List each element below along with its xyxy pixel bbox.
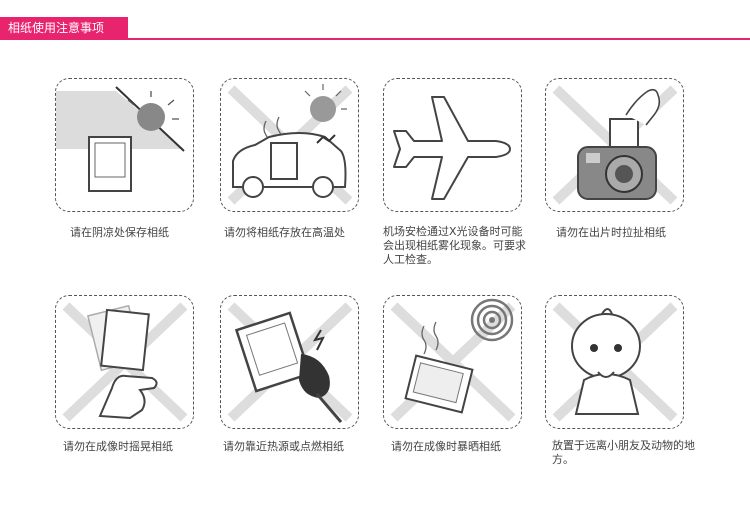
header: 相纸使用注意事项: [0, 0, 750, 42]
tip-card-fire: [220, 295, 359, 429]
caption-5: 请勿在成像时摇晃相纸: [63, 440, 173, 453]
tip-card-shade: [55, 78, 194, 212]
tip-card-baby: [545, 295, 684, 429]
caption-7: 请勿在成像时暴晒相纸: [391, 440, 501, 453]
caption-3: 机场安检通过X光设备时可能会出现相纸雾化现象。可要求人工检查。: [383, 225, 526, 266]
hand-shaking-photo-icon: [62, 302, 188, 422]
tip-card-sun-heat: [383, 295, 522, 429]
caption-2: 请勿将相纸存放在高温处: [224, 226, 345, 239]
car-sun-photo-icon: [227, 84, 353, 205]
caption-8: 放置于远离小朋友及动物的地方。: [552, 439, 695, 466]
header-divider: [0, 38, 750, 40]
tip-card-car: [220, 78, 359, 212]
caption-6: 请勿靠近热源或点燃相纸: [223, 440, 344, 453]
camera-eject-photo-icon: [552, 85, 678, 205]
caption-1: 请在阴凉处保存相纸: [70, 226, 169, 239]
tip-card-camera: [545, 78, 684, 212]
tip-card-airport: [383, 78, 522, 212]
fire-photo-icon: [227, 302, 353, 423]
sun-heat-photo-icon: [390, 298, 516, 422]
sun-shade-photo-icon: [56, 86, 185, 192]
caption-4: 请勿在出片时拉扯相纸: [556, 226, 666, 239]
page-title: 相纸使用注意事项: [0, 17, 129, 40]
airplane-icon: [393, 96, 511, 200]
baby-icon: [552, 302, 678, 422]
tip-card-shake: [55, 295, 194, 429]
